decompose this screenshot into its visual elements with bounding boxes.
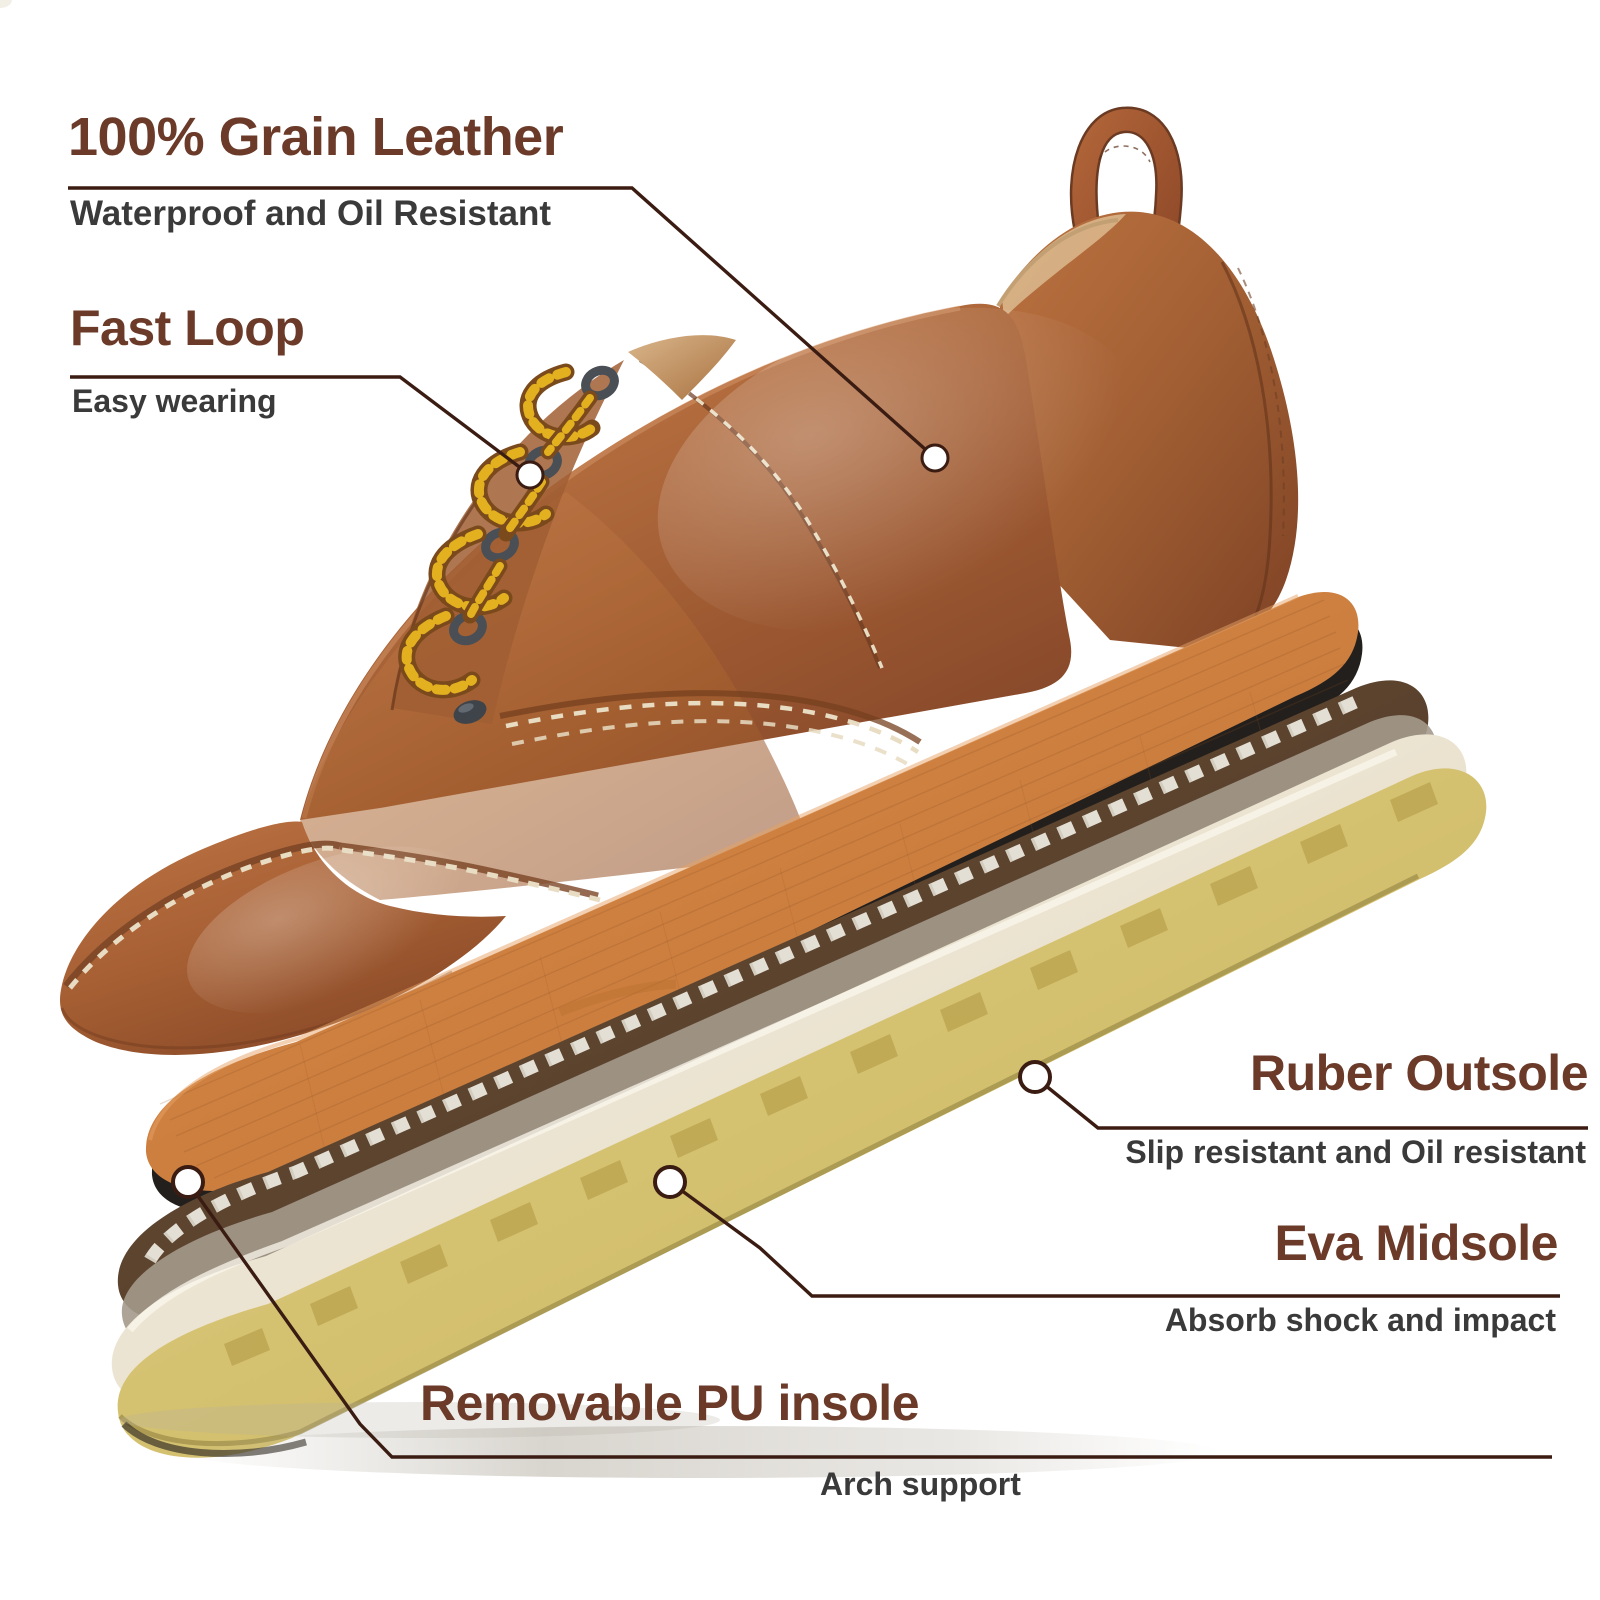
- callout-sub-wrap-ruber-outsole: Slip resistant and Oil resistant: [1125, 1136, 1586, 1168]
- callout-subtitle-ruber-outsole: Slip resistant and Oil resistant: [1125, 1134, 1586, 1170]
- callout-eva-midsole: Eva Midsole: [1275, 1218, 1559, 1268]
- callout-subtitle-grain-leather: Waterproof and Oil Resistant: [70, 194, 551, 233]
- callout-subtitle-eva-midsole: Absorb shock and impact: [1164, 1302, 1556, 1338]
- callout-title-ruber-outsole: Ruber Outsole: [1250, 1045, 1588, 1101]
- pu-insole-graphic: [145, 592, 1363, 1214]
- callout-pu-insole: Removable PU insole: [420, 1375, 920, 1431]
- callout-title-pu-insole: Removable PU insole: [420, 1375, 920, 1431]
- callout-sub-wrap-pu-insole: Arch support: [820, 1468, 1021, 1500]
- callout-ruber-outsole: Ruber Outsole: [1250, 1048, 1588, 1098]
- callout-subtitle-fast-loop: Easy wearing: [72, 383, 277, 419]
- callout-sub-wrap-eva-midsole: Absorb shock and impact: [1165, 1304, 1556, 1336]
- callout-sub-wrap-grain-leather: Waterproof and Oil Resistant: [70, 196, 551, 231]
- callout-grain-leather: 100% Grain Leather: [68, 107, 564, 167]
- callout-title-grain-leather: 100% Grain Leather: [68, 107, 564, 167]
- callout-sub-wrap-fast-loop: Easy wearing: [72, 385, 277, 417]
- callout-subtitle-pu-insole: Arch support: [820, 1466, 1021, 1502]
- callout-fast-loop: Fast Loop: [70, 300, 305, 356]
- callout-title-fast-loop: Fast Loop: [70, 300, 305, 356]
- callout-title-eva-midsole: Eva Midsole: [1274, 1215, 1559, 1271]
